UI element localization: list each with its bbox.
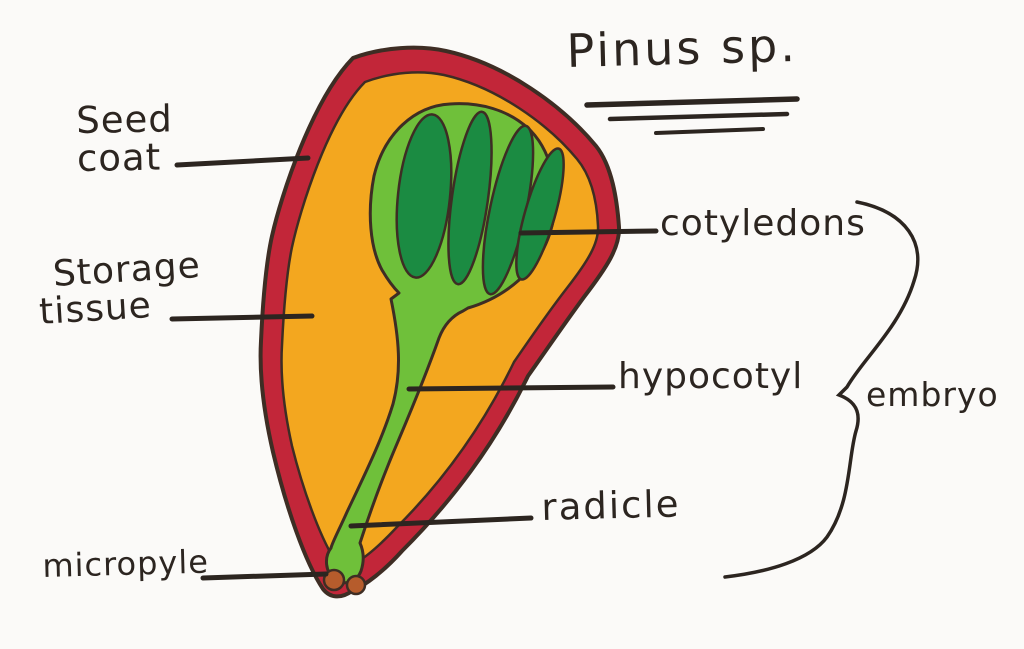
cotyledons-leader-line — [518, 228, 659, 236]
hypocotyl-leader-line — [406, 384, 616, 392]
title-underline-3 — [654, 127, 765, 135]
diagram-title: Pinus sp. — [565, 17, 799, 78]
label-cotyledons: cotyledons — [660, 203, 866, 244]
label-hypocotyl: hypocotyl — [618, 356, 804, 397]
title-underline-1 — [584, 96, 800, 108]
radicle-leader-line — [348, 515, 534, 529]
cotyledon-lobe-1 — [395, 113, 453, 279]
cotyledon-lobe-4 — [515, 147, 565, 281]
embryo-brace — [723, 200, 920, 579]
title-underline-2 — [607, 111, 790, 122]
label-embryo: embryo — [866, 375, 999, 414]
label-storage-tissue: Storage tissue — [38, 245, 202, 333]
micropyle-dot-right — [345, 574, 367, 596]
label-seed-coat: Seed coat — [75, 97, 174, 180]
cotyledon-lobe-2 — [447, 110, 493, 286]
micropyle-leader-line — [200, 571, 329, 581]
cotyledon-lobes — [395, 110, 565, 296]
seed-coat-leader-line — [174, 155, 311, 168]
label-micropyle: micropyle — [41, 542, 210, 585]
storage-tissue-leader-line — [169, 313, 315, 322]
micropyle-dot-left — [322, 568, 346, 592]
label-radicle: radicle — [540, 482, 682, 529]
